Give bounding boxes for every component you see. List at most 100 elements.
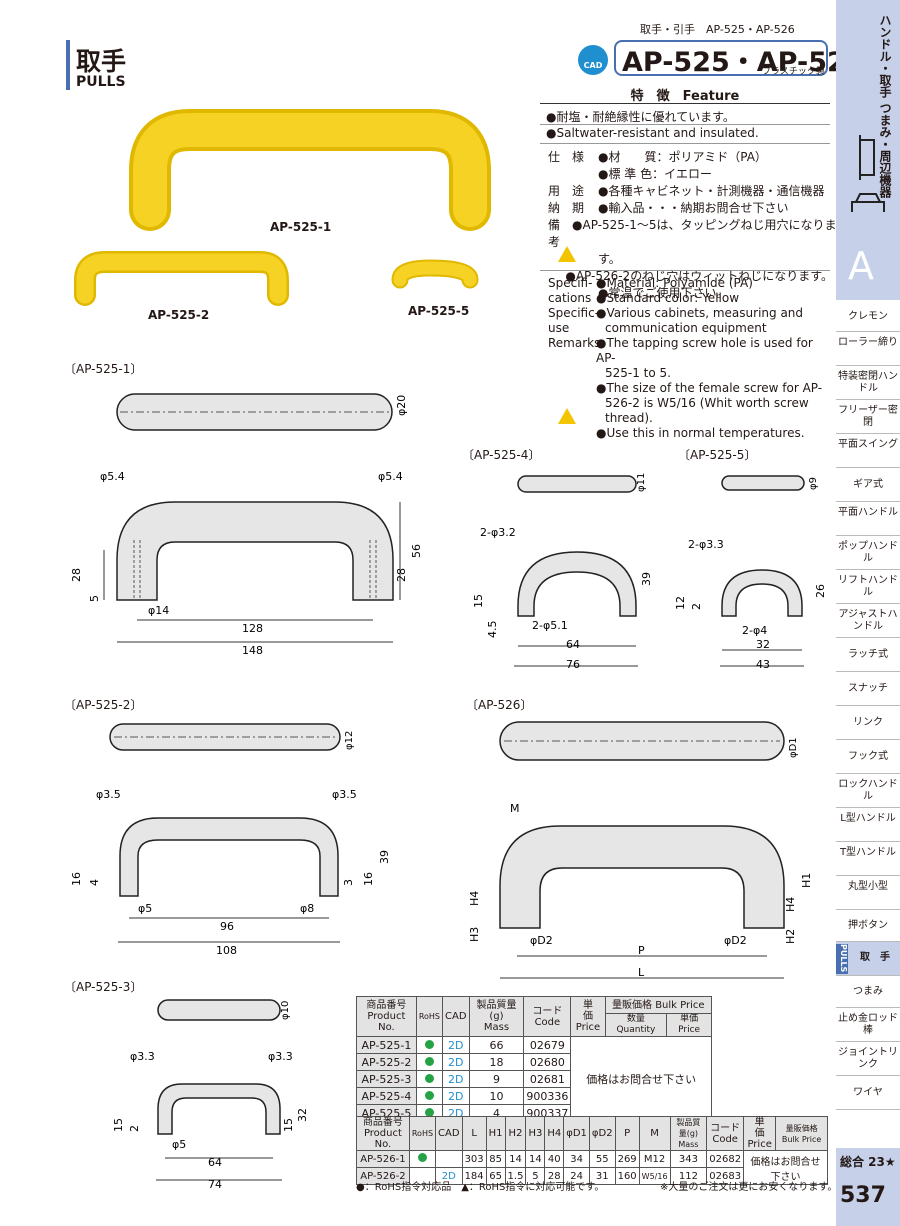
spec-row: す。 (548, 250, 833, 267)
rohs-dot (424, 1039, 434, 1049)
sidebar-item[interactable]: 丸型小型 (836, 876, 900, 910)
dim-label: φ5 (138, 902, 152, 915)
page-title-en: PULLS (76, 74, 126, 90)
spec-text: ●常温でご使用下さい。 (598, 286, 729, 300)
sidebar-item[interactable]: 特装密閉ハンドル (836, 366, 900, 400)
spec-en-line: ●Standard color: Yellow (596, 291, 740, 305)
dim-label: 3 (342, 879, 355, 886)
cad-cell: 2D (442, 1070, 470, 1088)
dim-label: 2-φ3.2 (480, 526, 516, 539)
dim-label: 64 (566, 638, 580, 651)
col-header: コード Code (706, 1116, 745, 1151)
sidebar-item[interactable]: 押ボタン (836, 910, 900, 942)
drawing-title: 〔AP-525-5〕 (678, 448, 757, 462)
spec-text: ●材 質：ポリアミド（PA） (598, 150, 767, 164)
sidebar-item[interactable]: アジャストハンドル (836, 604, 900, 638)
cad-cell: 2D (435, 1167, 463, 1185)
dim-label: 12 (674, 596, 687, 610)
sidebar-item[interactable]: T型ハンドル (836, 842, 900, 876)
sidebar-item[interactable]: フック式 (836, 740, 900, 774)
dim-label: 4.5 (486, 621, 499, 639)
dim-label: 16 (70, 872, 83, 886)
dim-label: 16 (362, 872, 375, 886)
cad-cell: 2D (442, 1053, 470, 1071)
dim-label: φ11 (636, 473, 647, 492)
sidebar-item[interactable]: ローラー締り (836, 332, 900, 366)
sidebar-item[interactable]: ギア式 (836, 468, 900, 502)
rohs-cell (415, 1070, 444, 1088)
spec-en-lines: ●Material: Polyamide (PA) ●Standard colo… (596, 276, 832, 441)
drawing-ap-525-5: φ9 2-φ3.3 26 12 2 2-φ4 32 43 (674, 475, 827, 671)
model-name: AP-525・AP-526 (622, 47, 865, 78)
dim-label: φ9 (808, 477, 819, 490)
col-header: L (461, 1116, 487, 1151)
sidebar-item[interactable]: 止め金ロッド棒 (836, 1008, 900, 1042)
sidebar-item[interactable]: L型ハンドル (836, 808, 900, 842)
dim-label: 128 (242, 622, 263, 635)
dim-label: 2-φ5.1 (532, 619, 568, 632)
dim-label: φD2 (724, 934, 747, 947)
col-subheader: 数量 Quantity (604, 1013, 668, 1037)
table-row: AP-525-3 2D 9 02681 (356, 1070, 712, 1088)
dim-label: L (638, 966, 645, 979)
spec-text: ●標 準 色：イエロー (598, 167, 712, 181)
col-header: φD1 (563, 1116, 590, 1151)
spec-row: ●AP-526-2のねじ穴はウィットねじになります。 (548, 267, 833, 284)
col-subheader: 単価 Price (666, 1013, 712, 1037)
spec-en-label: Specific- (548, 306, 600, 320)
cad-icon: CAD (578, 45, 608, 75)
dim-label: 5 (88, 595, 101, 602)
sidebar-item[interactable]: クレモン (836, 302, 900, 332)
sidebar-item[interactable]: リンク (836, 706, 900, 740)
value-cell: 14 (504, 1150, 527, 1168)
spec-en-line: ●The tapping screw hole is used for AP- (596, 336, 813, 365)
col-header: 単 価 Price (743, 1116, 777, 1151)
sidebar-item[interactable]: ワイヤ (836, 1076, 900, 1110)
spec-text: ●AP-526-2のねじ穴はウィットねじになります。 (565, 269, 833, 283)
spec-en-label: Specifi- (548, 276, 593, 290)
sidebar-item[interactable]: ポップハンドル (836, 536, 900, 570)
sidebar-item[interactable]: ジョイントリンク (836, 1042, 900, 1076)
sidebar-item[interactable]: スナッチ (836, 672, 900, 706)
spec-en-line: thread). (605, 411, 653, 425)
col-header: 量販価格 Bulk Price (604, 996, 713, 1014)
spec-en-line: ●The size of the female screw for AP- (596, 381, 823, 395)
cad-cell (435, 1150, 463, 1168)
spec-label: 備 考 (548, 218, 573, 249)
spec-text: ●AP-525-1～5は、タッピングねじ用穴になりま (572, 218, 837, 232)
dim-label: φ3.5 (332, 788, 357, 801)
sidebar-item[interactable]: リフトハンドル (836, 570, 900, 604)
dim-label: 28 (70, 568, 83, 582)
product-photos (74, 109, 491, 306)
sidebar-item[interactable]: つまみ (836, 976, 900, 1008)
dim-label: 96 (220, 920, 234, 933)
sidebar-item[interactable]: ラッチ式 (836, 638, 900, 672)
rohs-dot (424, 1056, 434, 1066)
value-cell: 02683 (706, 1167, 745, 1185)
spec-label (548, 165, 598, 182)
warning-icon (558, 408, 576, 424)
dim-label: 148 (242, 644, 263, 657)
sidebar-header (836, 0, 900, 300)
spec-en-label: Remarks (548, 336, 601, 350)
col-header: M (638, 1116, 671, 1151)
col-header: H4 (544, 1116, 565, 1151)
dim-label: φD1 (788, 737, 799, 758)
rohs-dot (417, 1153, 427, 1162)
sidebar-item[interactable]: フリーザー密閉 (836, 400, 900, 434)
sidebar-item[interactable]: 平面ハンドル (836, 502, 900, 536)
drawing-title: 〔AP-526〕 (466, 698, 533, 712)
footnote-bulk: ※大量のご注文は更にお安くなります。 (660, 1182, 838, 1193)
spec-text: す。 (598, 252, 621, 266)
mass-cell: 18 (468, 1053, 525, 1071)
sidebar-item[interactable]: ロックハンドル (836, 774, 900, 808)
spec-ja: 仕 様●材 質：ポリアミド（PA） ●標 準 色：イエロー 用 途●各種キャビネ… (548, 148, 837, 301)
value-cell: 303 (461, 1150, 487, 1168)
col-header: 製品質量(g) Mass (669, 1116, 708, 1151)
sidebar-item[interactable]: 平面スイング (836, 434, 900, 468)
spec-row: 納 期●輸入品・・・納期お問合せ下さい (548, 199, 833, 216)
feature-en: ●Saltwater-resistant and insulated. (546, 126, 759, 140)
price-note: 価格はお問合せ下さい (570, 1036, 712, 1122)
col-header: 商品番号 Product No. (356, 996, 417, 1037)
sidebar-letter: A (848, 244, 874, 288)
